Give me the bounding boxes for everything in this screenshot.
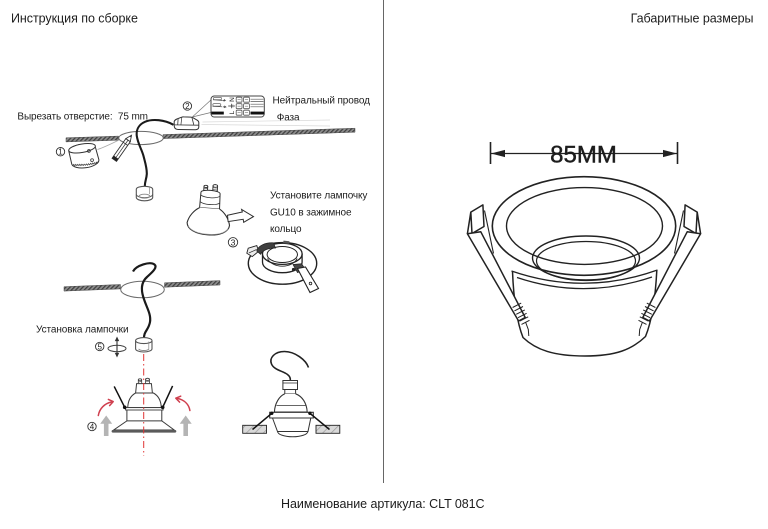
svg-text:Габаритные размеры: Габаритные размеры — [631, 12, 754, 26]
svg-text:Инструкция по сборке: Инструкция по сборке — [11, 12, 138, 26]
svg-text:1: 1 — [58, 148, 63, 157]
svg-text:5: 5 — [97, 342, 102, 351]
svg-text:2: 2 — [185, 102, 190, 111]
svg-text:Наименование артикула: CLT 081: Наименование артикула: CLT 081C — [281, 497, 485, 511]
svg-text:Нейтральный провод: Нейтральный провод — [273, 96, 371, 107]
svg-text:кольцо: кольцо — [270, 224, 302, 235]
svg-text:Фаза: Фаза — [277, 113, 300, 124]
svg-text:3: 3 — [231, 238, 236, 248]
svg-text:85MM: 85MM — [550, 141, 617, 168]
svg-text:Установите лампочку: Установите лампочку — [270, 191, 367, 202]
svg-text:GU10 в зажимное: GU10 в зажимное — [270, 208, 352, 219]
svg-text:Вырезать отверстие: 75 mm: Вырезать отверстие: 75 mm — [17, 112, 148, 123]
svg-text:L: L — [229, 110, 236, 114]
svg-text:4: 4 — [90, 422, 95, 431]
svg-text:N: N — [229, 97, 236, 102]
svg-text:Установка лампочки: Установка лампочки — [36, 325, 128, 336]
